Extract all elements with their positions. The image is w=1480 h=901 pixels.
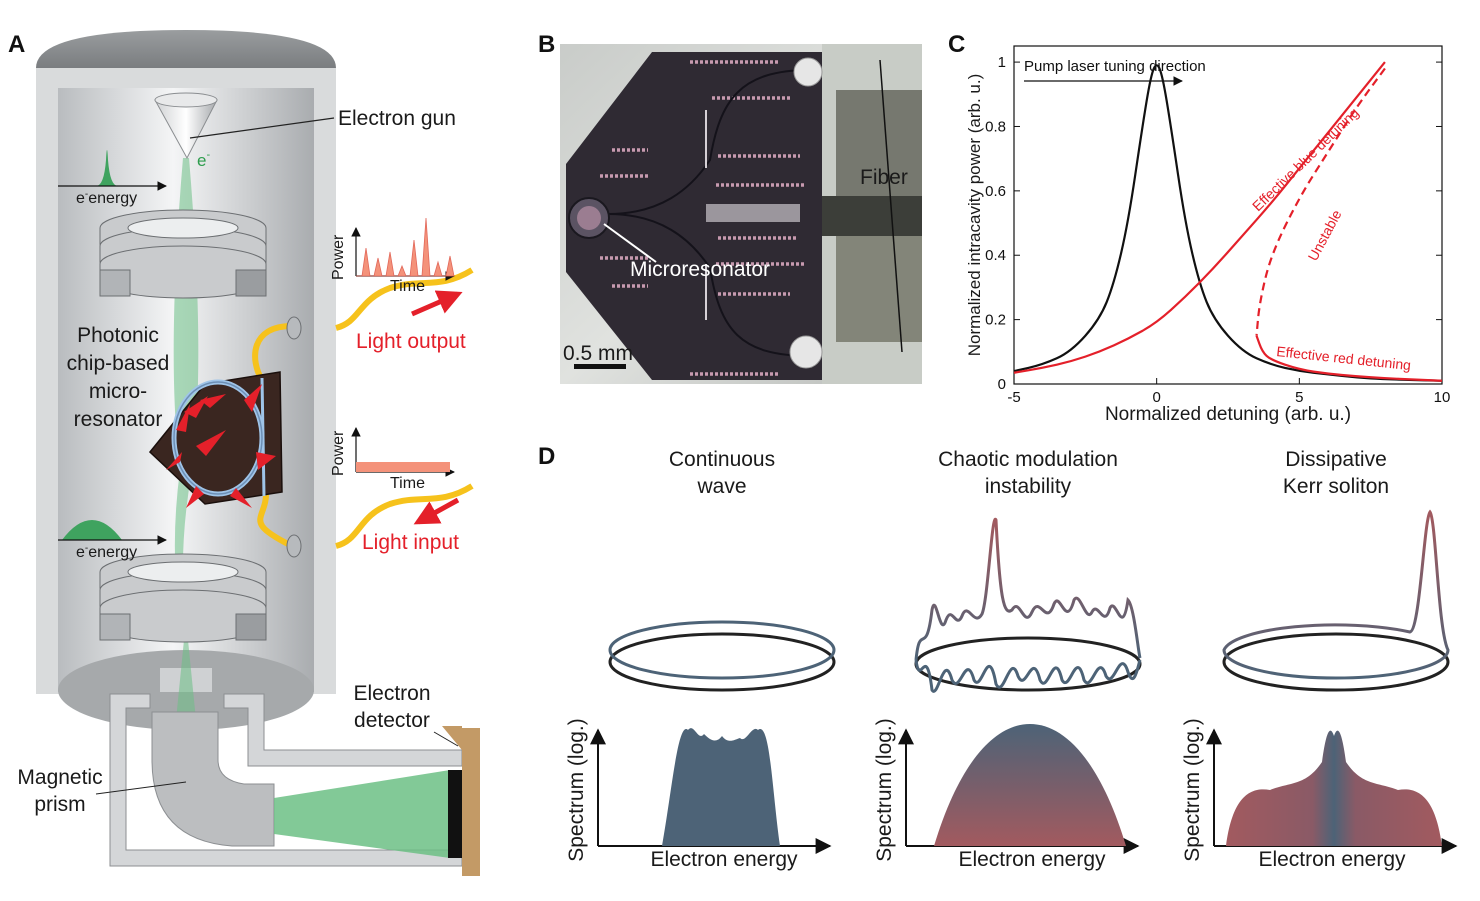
y-tick-label: 1 [998, 54, 1006, 71]
e-energy-label-bottom: e-energy [76, 543, 137, 561]
output-power-inset: Power Time [330, 217, 455, 295]
chart-series-1 [1013, 61, 1386, 374]
gun-leader [189, 117, 335, 139]
detector-housing [462, 728, 480, 876]
spectrum-chaotic: Spectrum (log.) Electron energy [873, 718, 1140, 871]
fiber-line [879, 59, 903, 353]
svg-text:resonator: resonator [74, 408, 163, 431]
x-tick-label: -5 [1007, 389, 1020, 406]
tuning-direction-label: Pump laser tuning direction [1024, 58, 1206, 75]
chart-frame [1013, 45, 1443, 385]
x-tick-label: 5 [1295, 389, 1303, 406]
chart-series-3 [1255, 335, 1443, 382]
spectrum-xlabel-1: Electron energy [650, 848, 798, 871]
panel-a: A Electron gun e- e-energy [8, 30, 480, 876]
spectrum-ylabel-3: Spectrum (log.) [1181, 718, 1204, 862]
energy-peak-broad [62, 520, 122, 540]
magnetic-prism [151, 711, 275, 847]
glue-dot-bottom [789, 335, 823, 369]
spectrum-xlabel-3: Electron energy [1258, 848, 1406, 871]
chart-series-0 [1013, 64, 1443, 382]
time-label-input: Time [390, 475, 425, 492]
microresonator-label: Microresonator [630, 258, 770, 281]
spectrum-dks: Spectrum (log.) Electron energy [1181, 718, 1458, 871]
e-energy-label-top: e-energy [76, 189, 137, 207]
chip-die [566, 52, 822, 380]
fiber-input [335, 483, 474, 549]
electron-detector [448, 770, 462, 858]
light-output-label: Light output [356, 330, 466, 353]
panel-b: B [538, 31, 922, 384]
magnetic-prism-housing [109, 693, 463, 867]
power-label-output: Power [330, 234, 347, 280]
fiber-output [335, 267, 474, 331]
electron-gun-label: Electron gun [338, 107, 456, 130]
unstable-label: Unstable [1305, 207, 1345, 263]
input-power-inset: Power Time [330, 427, 455, 492]
energy-peak-narrow [96, 150, 118, 186]
electron-symbol: e- [197, 149, 210, 170]
y-tick-label: 0 [998, 376, 1006, 393]
ring-dks [1222, 509, 1450, 692]
lens-lower [99, 553, 267, 643]
svg-text:micro-: micro- [89, 380, 147, 403]
waveguides [607, 69, 811, 357]
soliton-spikes [166, 384, 276, 508]
scale-bar [574, 364, 626, 369]
y-tick-label: 0.6 [985, 183, 1006, 200]
y-tick-label: 0.2 [985, 312, 1006, 329]
x-axis-label: Normalized detuning (arb. u.) [1105, 404, 1351, 425]
time-label-output: Time [390, 278, 425, 295]
chart-curves [1013, 61, 1443, 382]
spectrum-xlabel-2: Electron energy [958, 848, 1106, 871]
panel-c-label: C [948, 31, 965, 58]
panel-b-label: B [538, 31, 555, 58]
port-input [286, 534, 302, 558]
port-output [286, 316, 302, 340]
chip-pads [600, 60, 806, 376]
svg-text:chip-based: chip-based [67, 352, 170, 375]
scale-label: 0.5 mm [563, 342, 633, 365]
spectrum-ylabel-1: Spectrum (log.) [565, 718, 588, 862]
spectrum-ylabel-2: Spectrum (log.) [873, 718, 896, 862]
input-arrow [413, 497, 460, 525]
chart-series-2 [1255, 67, 1386, 336]
x-tick-label: 0 [1152, 389, 1160, 406]
light-input-label: Light input [362, 531, 459, 554]
y-tick-label: 0.8 [985, 118, 1006, 135]
y-axis-label: Normalized intracavity power (arb. u.) [965, 74, 984, 356]
panel-d-label: D [538, 443, 555, 470]
panel-a-label: A [8, 31, 25, 58]
lens-upper [99, 209, 267, 299]
svg-text:Photonic: Photonic [77, 324, 159, 347]
deflected-beam [274, 770, 450, 858]
x-tick-label: 10 [1434, 389, 1451, 406]
ring-chaotic [914, 518, 1142, 693]
ring-cw [608, 620, 836, 692]
y-tick-label: 0.4 [985, 247, 1006, 264]
spectrum-cw: Spectrum (log.) Electron energy [565, 718, 832, 871]
blue-detuning-label: Effective blue detuning [1249, 104, 1362, 214]
chip-label: Photonic chip-based micro- resonator [67, 324, 170, 431]
output-arrow [411, 290, 463, 317]
fiber-label: Fiber [860, 166, 908, 189]
power-label-input: Power [330, 430, 347, 476]
glue-dot-top [793, 57, 823, 87]
